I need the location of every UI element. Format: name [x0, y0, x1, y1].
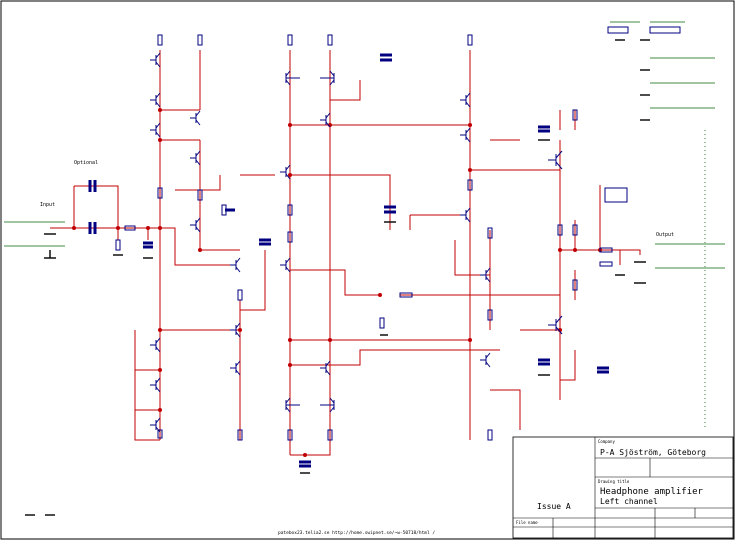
drawing-title: Headphone amplifier [600, 487, 704, 497]
file-name-label: File name [516, 520, 538, 525]
transistors [150, 52, 563, 433]
title-block: Company P-A Sjöström, Göteborg Drawing t… [512, 436, 734, 539]
issue-label: Issue A [537, 502, 571, 511]
resistors [115, 34, 613, 441]
junctions [72, 108, 602, 457]
wiring [50, 50, 641, 456]
drawing-title-label: Drawing title [598, 479, 630, 484]
company-label: Company [598, 439, 615, 444]
drawing-subtitle: Left channel [600, 497, 658, 506]
optional-label: Optional [74, 160, 98, 166]
ground-symbols [25, 26, 681, 516]
input-label: Input [40, 202, 55, 208]
url-label: patebox23.telia2.se http://home.swipnet.… [278, 530, 435, 536]
connector-lines [4, 21, 725, 430]
company-name: P-A Sjöström, Göteborg [600, 448, 706, 457]
capacitors [88, 53, 609, 468]
output-label: Output [656, 232, 674, 238]
